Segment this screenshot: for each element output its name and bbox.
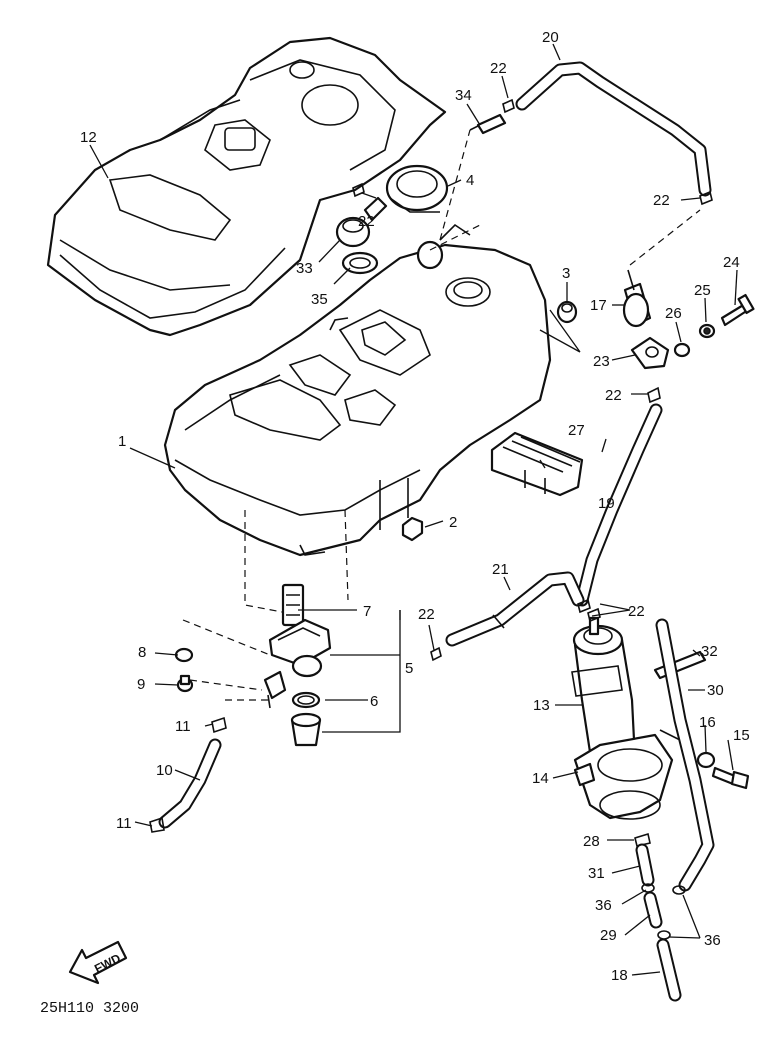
fuel-pump-part [571,616,636,754]
label-9: 9 [137,676,145,693]
clip-36a-part [641,883,655,893]
label-18: 18 [611,967,628,984]
label-6: 6 [370,693,378,710]
label-1: 1 [118,433,126,450]
label-34: 34 [455,87,472,104]
fuel-cock-assembly-part [263,583,332,747]
label-12: 12 [80,129,97,146]
part-labels: 12 1 2 3 4 5 6 7 8 9 10 11 11 13 14 15 1… [80,29,750,984]
label-35: 35 [311,291,328,308]
label-16: 16 [699,714,716,731]
label-22-left: 22 [418,606,435,623]
vent-fitting-part [416,223,471,270]
clip-11a-part [211,716,227,734]
label-26: 26 [665,305,682,322]
fuel-cap-part [385,164,449,213]
label-22-pump: 22 [628,603,645,620]
hose-20-part [515,61,712,197]
fwd-arrow-icon: FWD [68,940,128,985]
label-4: 4 [466,172,474,189]
hose-21-part [445,571,585,647]
label-7: 7 [363,603,371,620]
hose-10-part [158,738,222,829]
label-15: 15 [733,727,750,744]
clip-36c-part [672,885,686,895]
label-29: 29 [600,927,617,944]
label-19: 19 [598,495,615,512]
leader-lines [89,43,738,976]
clip-22-parts [352,98,713,662]
label-25: 25 [694,282,711,299]
grommet-3-part [556,300,578,324]
label-22-mid: 22 [605,387,622,404]
label-17: 17 [590,297,607,314]
bolt-15-part [711,766,750,790]
label-14: 14 [532,770,549,787]
fuel-tank-part [163,243,552,557]
bracket-23-part [630,336,670,370]
nut-16-part [696,751,716,769]
screw-9-part [176,674,194,693]
label-31: 31 [588,865,605,882]
hose-31-part [635,843,655,887]
label-10: 10 [156,762,173,779]
label-8: 8 [138,644,146,661]
label-11-upper: 11 [175,718,191,735]
label-21: 21 [492,561,509,578]
label-2: 2 [449,514,457,531]
joint-29-part [643,891,663,929]
clip-11b-part [149,816,165,833]
clip-36b-part [657,930,671,940]
nut-26-part [673,342,691,358]
label-22-top: 22 [490,60,507,77]
label-27: 27 [568,422,585,439]
hose-18-part [656,938,682,1002]
diagram-code: 25H110 3200 [40,1000,139,1017]
pad-27-part [490,431,584,497]
fitting-34-part [469,113,507,135]
pump-bracket-part [573,729,691,820]
clamp-35-part [341,251,379,275]
label-22-cap: 22 [358,213,375,230]
washer-25-part [698,323,716,339]
label-33: 33 [296,260,313,277]
hose-19-part [575,403,663,607]
label-22-right: 22 [653,192,670,209]
label-3: 3 [562,265,570,282]
label-11-lower: 11 [116,815,132,832]
label-20: 20 [542,29,559,46]
bolt-24-part [720,293,755,327]
clip-28-part [634,832,651,847]
label-32: 32 [701,643,718,660]
fuel-filter-part [622,269,652,328]
label-23: 23 [593,353,610,370]
washer-8-part [174,647,194,663]
label-5: 5 [405,660,413,677]
label-36-b: 36 [704,932,721,949]
nut-2-part [401,516,424,542]
label-28: 28 [583,833,600,850]
alignment-lines [182,129,701,701]
label-24: 24 [723,254,740,271]
label-30: 30 [707,682,724,699]
label-36-a: 36 [595,897,612,914]
fitting-33-part [335,196,388,248]
label-13: 13 [533,697,550,714]
tank-cover-part [46,36,447,337]
hose-30-part [655,618,715,892]
